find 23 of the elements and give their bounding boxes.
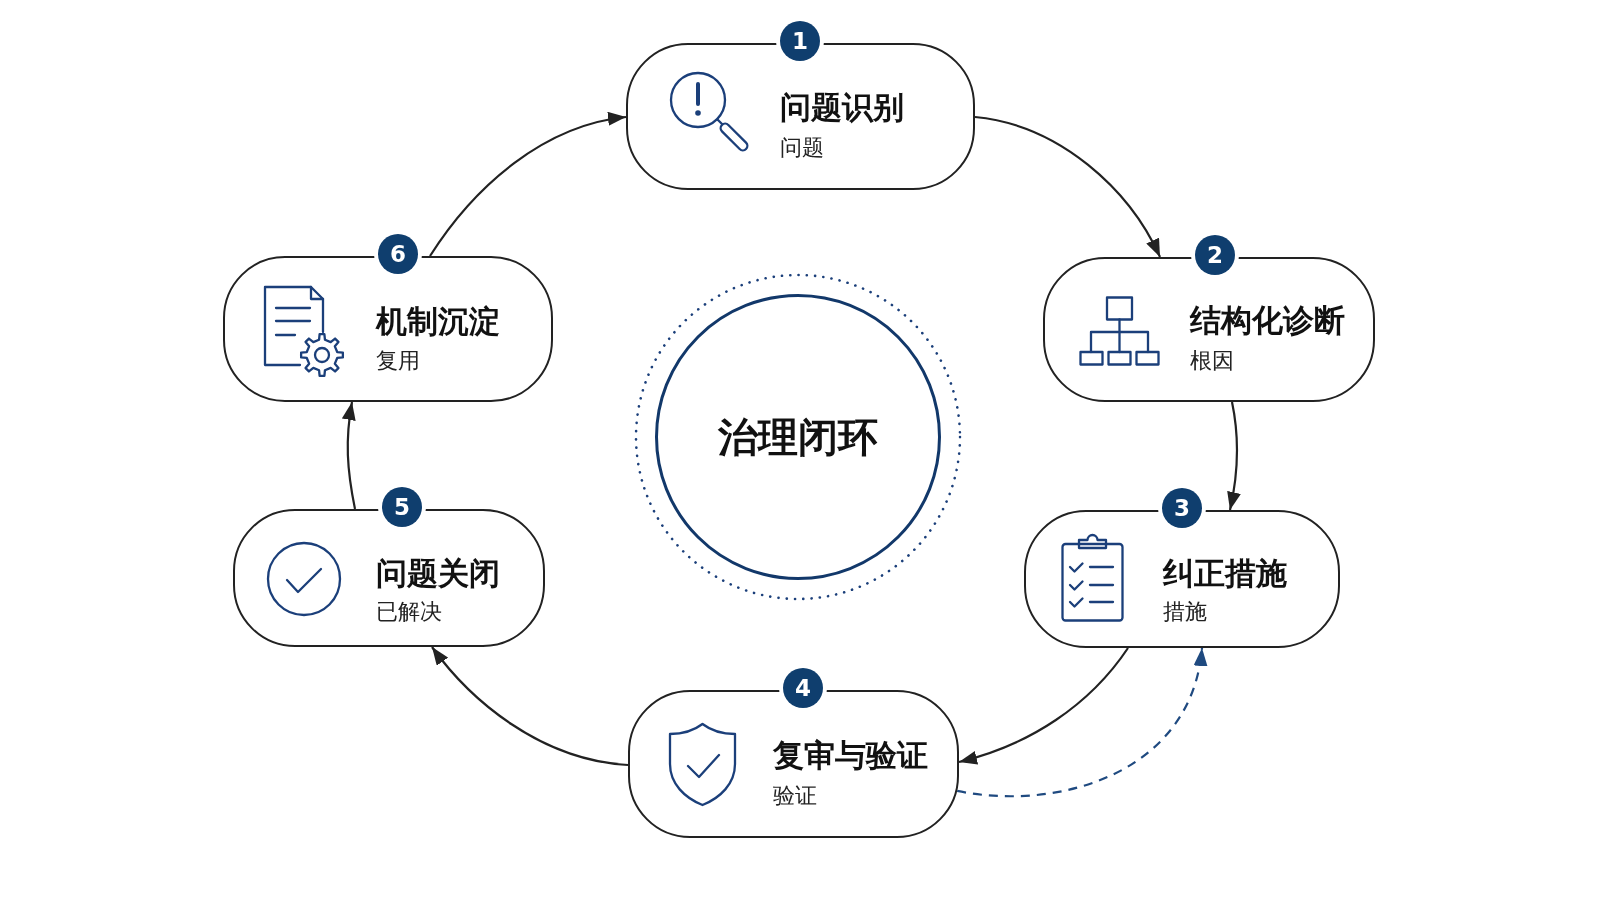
- step-title: 复审与验证: [773, 736, 928, 774]
- arrow: [342, 401, 357, 510]
- arrow: [1226, 401, 1241, 511]
- arrow: [974, 115, 1161, 258]
- step-title: 机制沉淀: [376, 302, 500, 340]
- step-subtitle: 已解决: [376, 598, 442, 626]
- arrow: [958, 647, 1129, 765]
- step-title: 问题识别: [780, 88, 904, 126]
- number-badge: 2: [1195, 235, 1235, 275]
- number-badge: 4: [783, 668, 823, 708]
- step-subtitle: 根因: [1190, 347, 1234, 375]
- hub-label: 治理闭环: [718, 413, 878, 461]
- step-title: 结构化诊断: [1190, 301, 1345, 339]
- step-subtitle: 验证: [773, 782, 817, 810]
- step-title: 问题关闭: [376, 554, 500, 592]
- step-subtitle: 措施: [1163, 598, 1207, 626]
- arrow: [431, 646, 629, 767]
- step-subtitle: 问题: [780, 134, 824, 162]
- arrow: [429, 112, 627, 257]
- step-title: 纠正措施: [1163, 554, 1287, 592]
- number-badge: 1: [780, 21, 820, 61]
- dashed-arrow: [957, 647, 1206, 798]
- step-subtitle: 复用: [376, 347, 420, 375]
